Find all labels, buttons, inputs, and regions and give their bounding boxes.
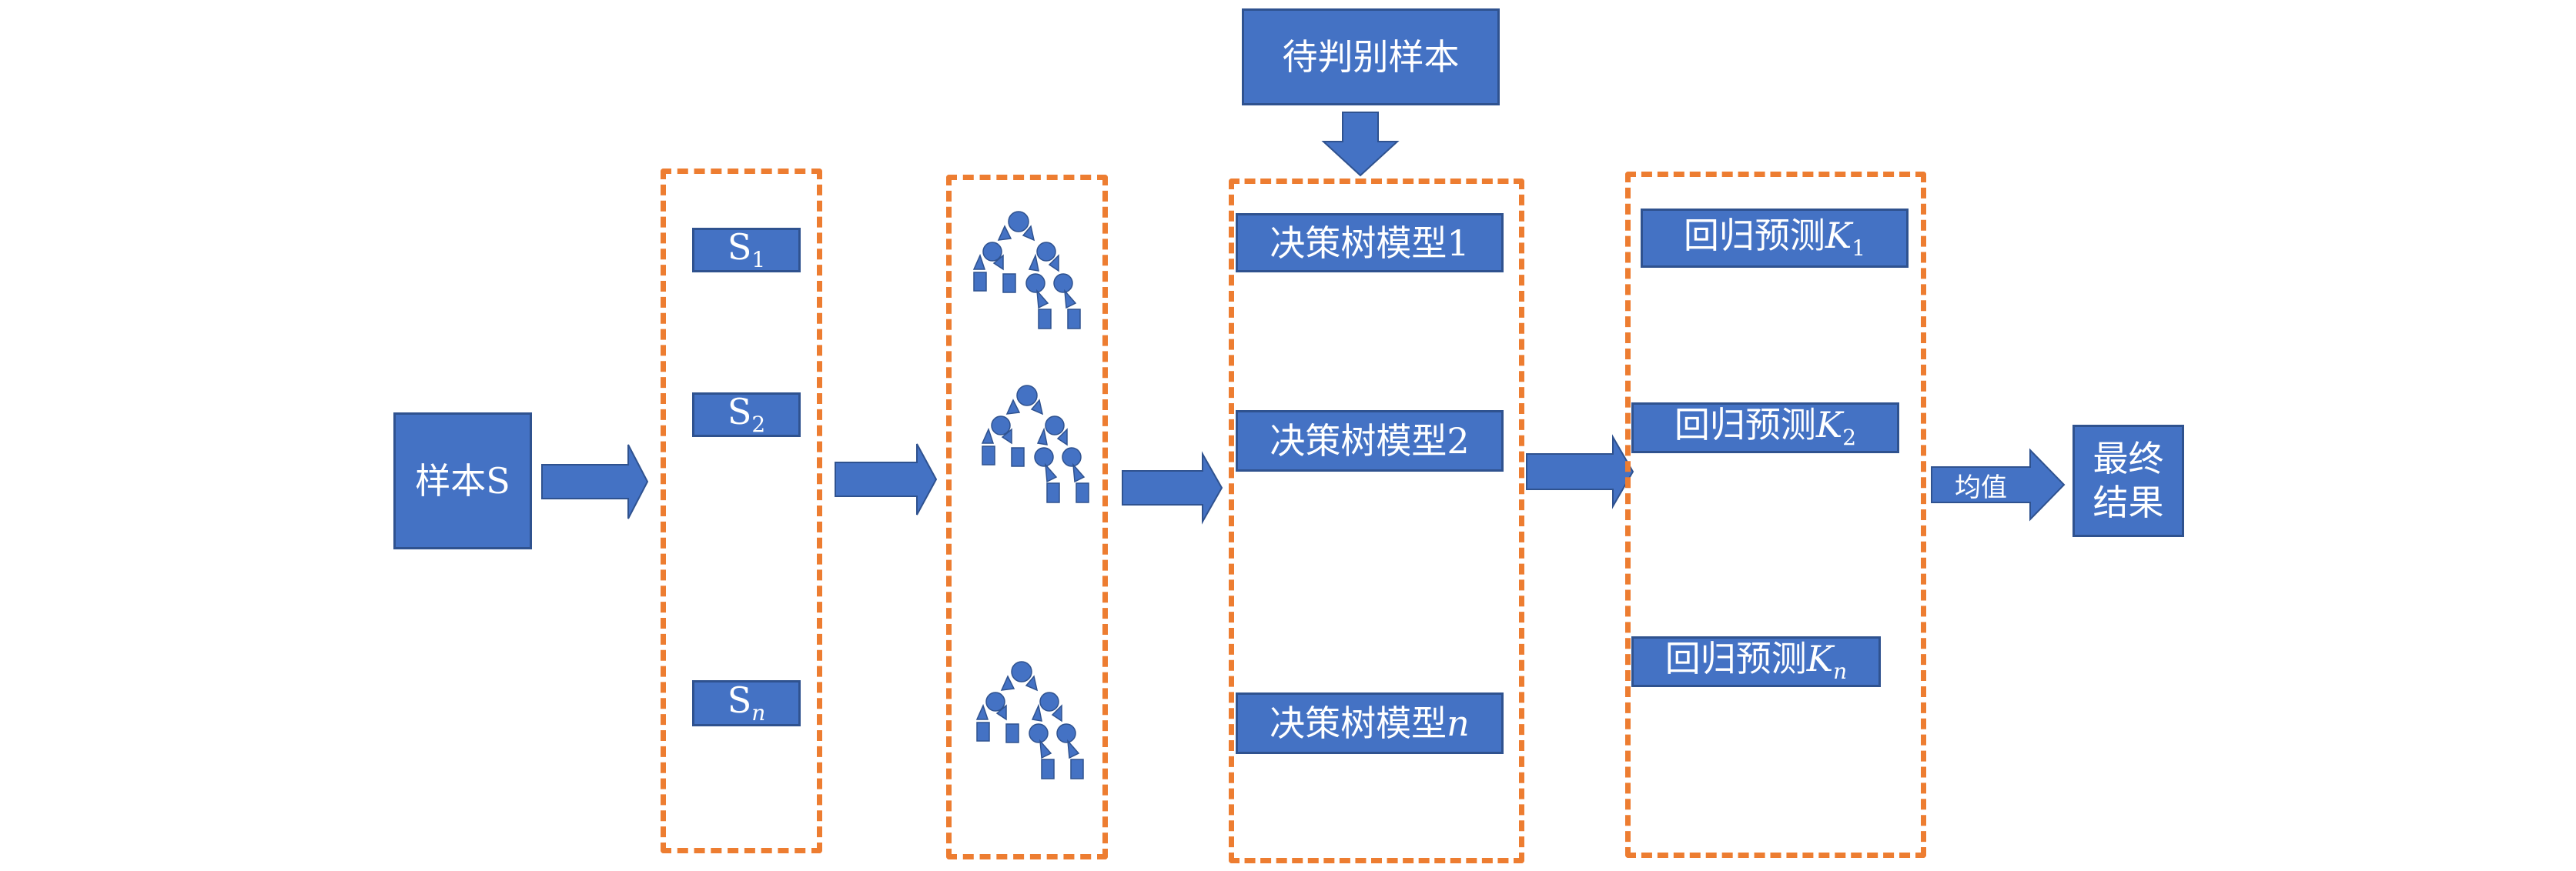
prediction-sub: n <box>1833 659 1848 684</box>
decision-tree-icon <box>972 211 1081 329</box>
prediction-box-n: 回归预测Kn <box>1631 636 1881 687</box>
pending-sample-box: 待判别样本 <box>1242 8 1500 105</box>
arrow-down-icon <box>1321 112 1400 177</box>
arrow-right-icon <box>1122 451 1223 525</box>
model-label: 决策树模型 <box>1270 420 1447 462</box>
model-index: n <box>1447 702 1470 744</box>
model-label: 决策树模型 <box>1270 222 1447 264</box>
tree-group <box>946 175 1108 859</box>
model-box-1: 决策树模型1 <box>1236 213 1504 272</box>
subset-sub: 1 <box>751 247 766 272</box>
mean-label: 均值 <box>1955 472 2007 503</box>
input-sample-label: 样本S <box>415 460 510 502</box>
model-box-2: 决策树模型2 <box>1236 410 1504 472</box>
subset-sub: 2 <box>751 412 766 437</box>
input-sample-box: 样本S <box>393 412 532 549</box>
prediction-var: K <box>1806 638 1834 679</box>
subset-box-1: S1 <box>692 228 801 272</box>
decision-tree-icon <box>981 385 1089 503</box>
model-label: 决策树模型 <box>1270 702 1447 744</box>
model-index: 2 <box>1447 420 1470 462</box>
prediction-var: K <box>1815 404 1843 446</box>
pending-sample-label: 待判别样本 <box>1282 36 1460 78</box>
prediction-sub: 2 <box>1842 425 1857 450</box>
subset-base: S <box>727 226 752 268</box>
prediction-group <box>1625 172 1926 858</box>
final-result-line-2: 结果 <box>2093 482 2164 523</box>
arrow-right-icon <box>1526 434 1634 509</box>
arrow-right-icon <box>835 443 938 516</box>
prediction-label: 回归预测 <box>1664 638 1807 679</box>
subset-base: S <box>727 391 752 432</box>
prediction-label: 回归预测 <box>1674 404 1816 446</box>
final-result-line-1: 最终 <box>2093 437 2164 479</box>
subset-group <box>661 169 822 853</box>
mean-arrow-icon <box>1931 448 2066 522</box>
prediction-label: 回归预测 <box>1683 214 1825 256</box>
model-group <box>1229 179 1524 863</box>
model-box-n: 决策树模型n <box>1236 692 1504 754</box>
prediction-sub: 1 <box>1852 235 1866 261</box>
arrow-right-icon <box>541 444 649 519</box>
subset-base: S <box>727 679 752 721</box>
final-result-box: 最终 结果 <box>2073 425 2184 537</box>
subset-box-n: Sn <box>692 680 801 726</box>
prediction-var: K <box>1825 214 1852 256</box>
model-index: 1 <box>1447 222 1470 264</box>
prediction-box-1: 回归预测K1 <box>1641 209 1909 268</box>
prediction-box-2: 回归预测K2 <box>1631 402 1899 453</box>
subset-box-2: S2 <box>692 392 801 437</box>
subset-sub: n <box>751 700 766 726</box>
decision-tree-icon <box>975 661 1084 779</box>
